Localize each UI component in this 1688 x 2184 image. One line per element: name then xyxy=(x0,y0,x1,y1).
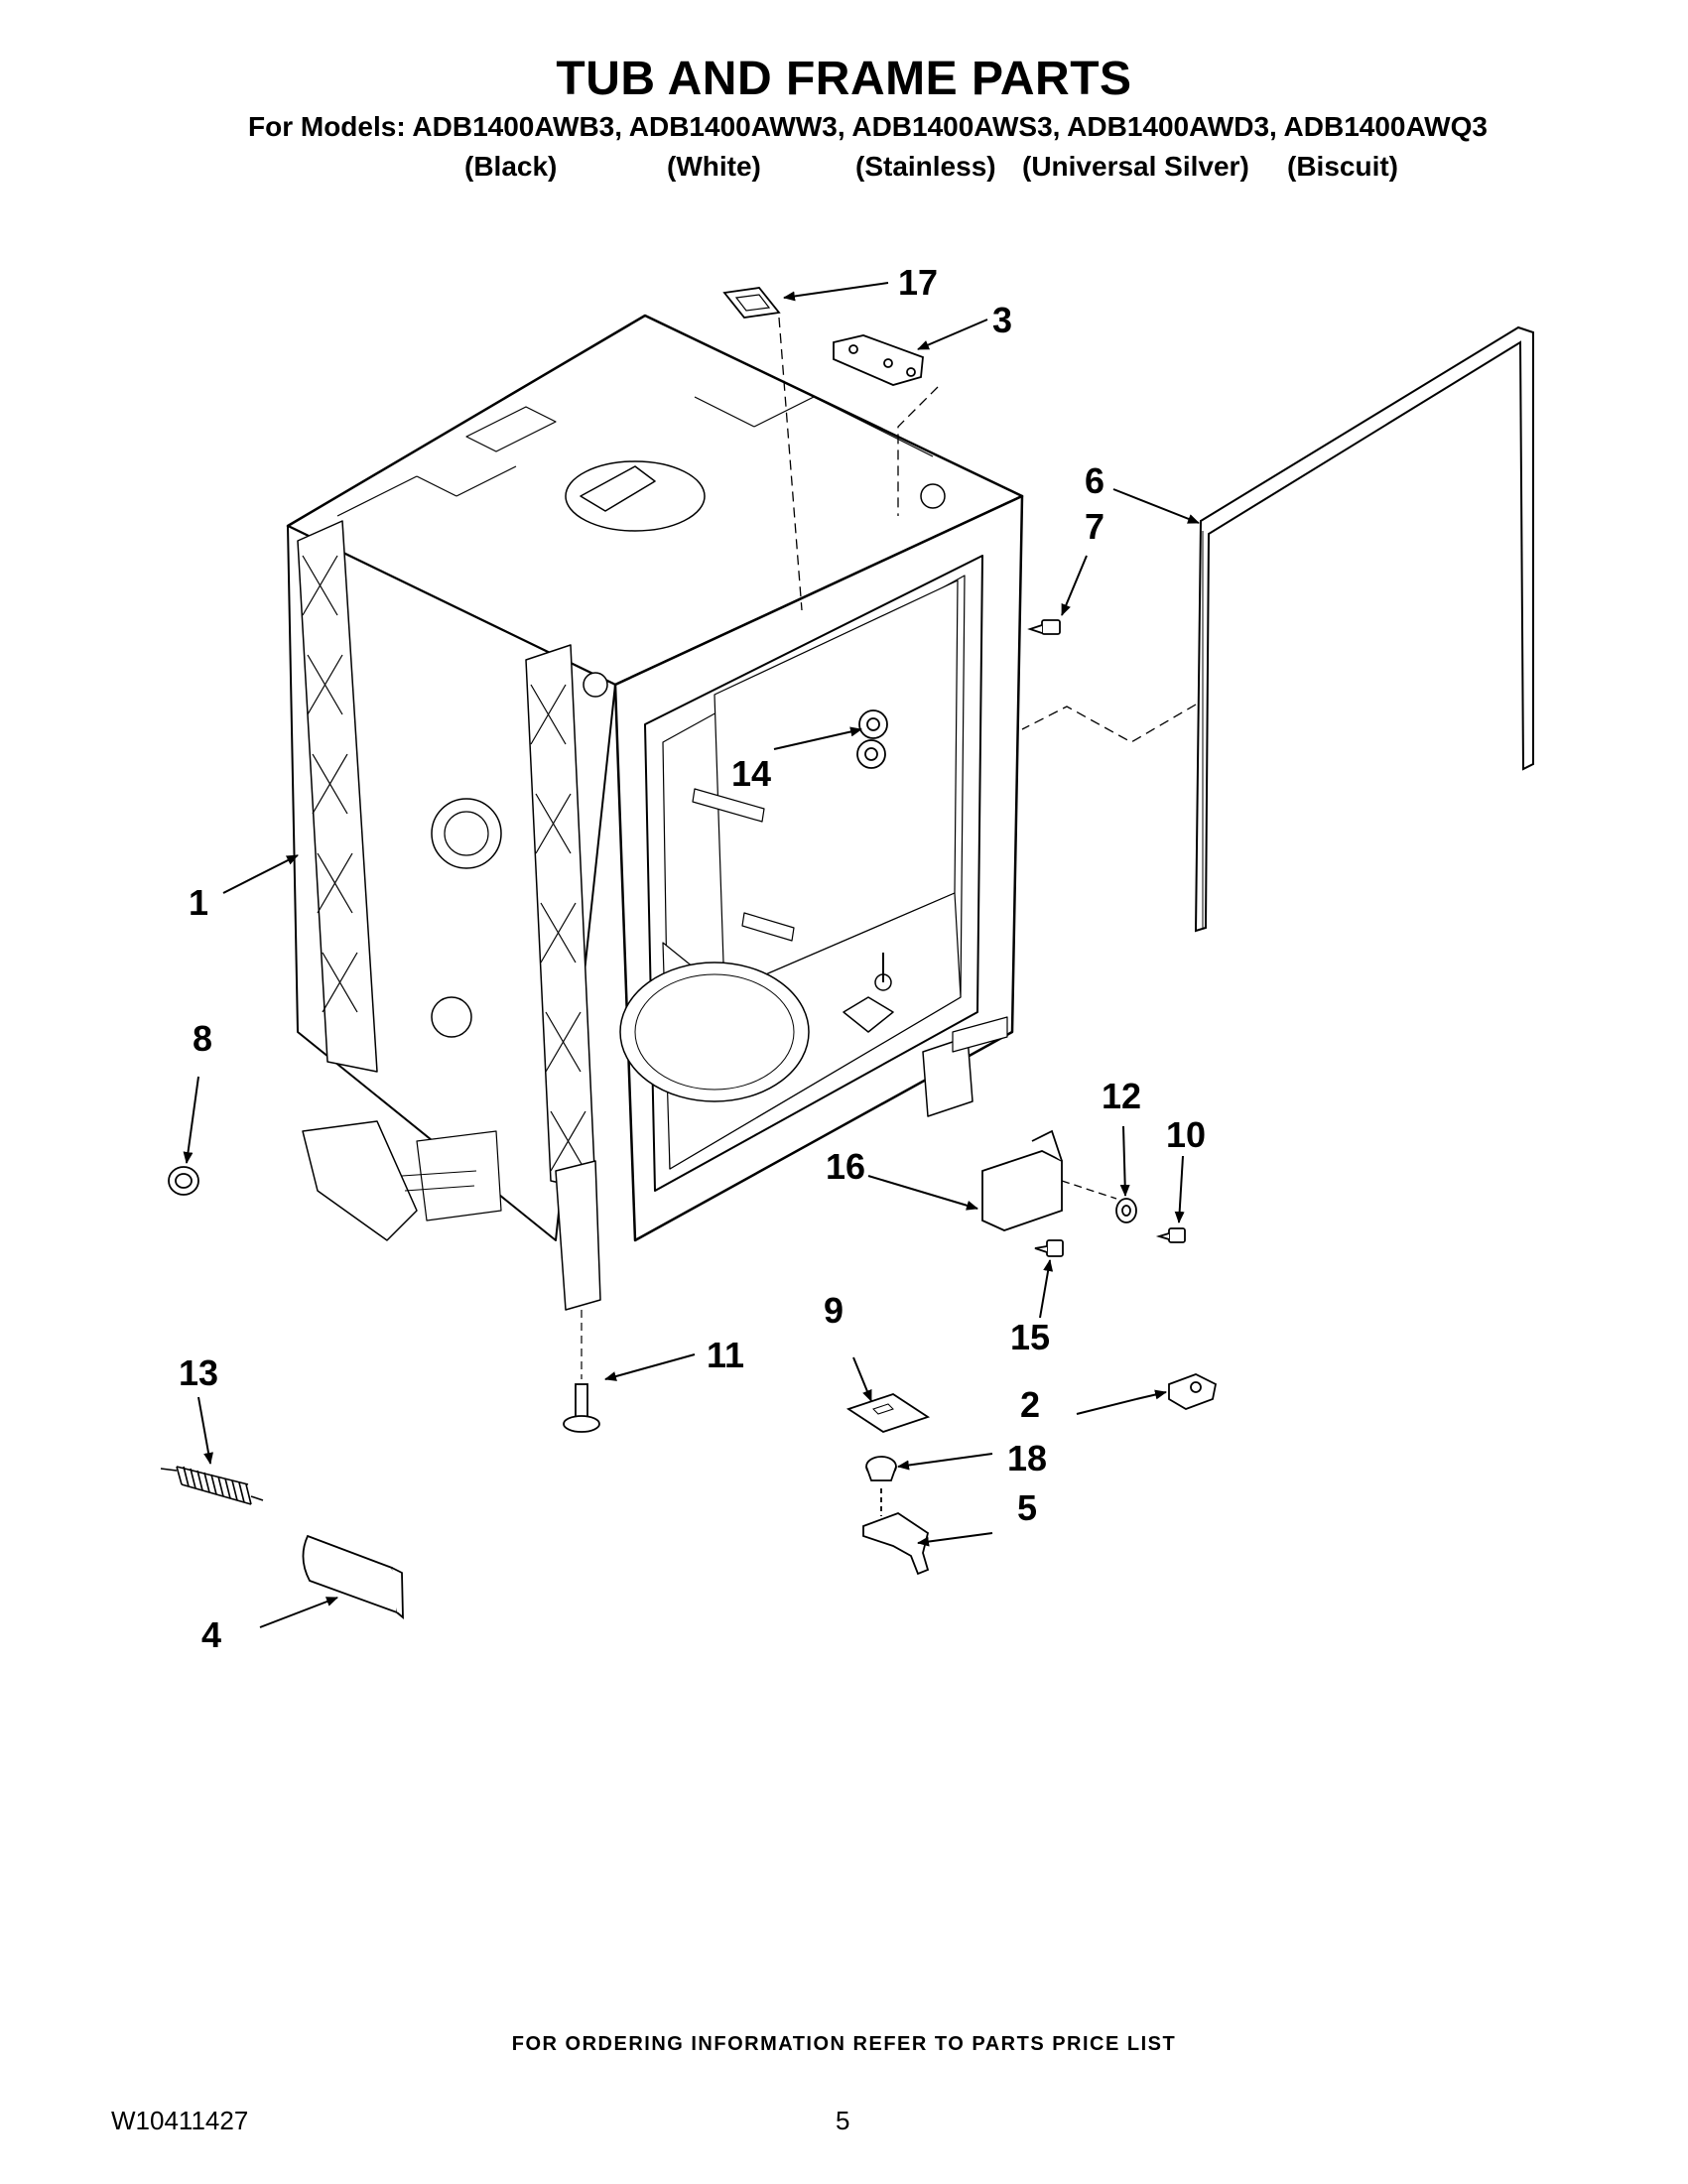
callout-11: 11 xyxy=(707,1335,744,1375)
part-18-clip xyxy=(865,1456,897,1481)
part-16-shield xyxy=(981,1129,1063,1231)
callout-5: 5 xyxy=(1017,1487,1037,1528)
part-7-screw xyxy=(1027,619,1061,635)
callout-3: 3 xyxy=(992,300,1012,340)
part-12-washer xyxy=(1115,1198,1137,1223)
variant-biscuit: (Biscuit) xyxy=(1287,151,1398,182)
page-title: TUB AND FRAME PARTS xyxy=(556,53,1132,105)
tub-assembly xyxy=(286,314,1024,1379)
variant-stainless: (Stainless) xyxy=(855,151,996,182)
models-line: For Models: ADB1400AWB3, ADB1400AWW3, AD… xyxy=(248,111,1488,142)
part-4-cover xyxy=(302,1534,404,1619)
part-5-bracket xyxy=(862,1488,930,1576)
callout-13: 13 xyxy=(179,1352,218,1393)
document-number: W10411427 xyxy=(111,2106,249,2135)
part-6-gasket xyxy=(1194,325,1534,933)
callout-4: 4 xyxy=(201,1614,221,1655)
part-17-clip xyxy=(722,287,781,319)
callout-2: 2 xyxy=(1020,1384,1040,1425)
callout-10: 10 xyxy=(1166,1114,1206,1155)
page-number: 5 xyxy=(836,2106,850,2135)
callout-14: 14 xyxy=(731,753,771,794)
part-14-fastener xyxy=(856,709,888,769)
variant-universal-silver: (Universal Silver) xyxy=(1022,151,1249,182)
part-2-latch xyxy=(1168,1373,1218,1410)
part-15-screw xyxy=(1034,1239,1064,1257)
part-3-bracket xyxy=(833,334,924,386)
callout-9: 9 xyxy=(824,1290,844,1331)
part-9-pad xyxy=(845,1393,931,1433)
callout-1: 1 xyxy=(189,882,208,923)
part-13-spring xyxy=(160,1466,264,1505)
callout-6: 6 xyxy=(1085,460,1104,501)
variant-black: (Black) xyxy=(464,151,558,182)
part-10-screw xyxy=(1155,1227,1186,1243)
callout-8: 8 xyxy=(193,1018,212,1059)
callout-arrows xyxy=(183,282,1200,1628)
variant-white: (White) xyxy=(667,151,761,182)
ordering-note: FOR ORDERING INFORMATION REFER TO PARTS … xyxy=(511,2033,1177,2055)
callout-7: 7 xyxy=(1085,506,1104,547)
callout-15: 15 xyxy=(1010,1317,1050,1357)
part-11-leveling-leg xyxy=(563,1383,600,1433)
callout-17: 17 xyxy=(898,262,938,303)
part-8-plug xyxy=(168,1166,199,1196)
callout-18: 18 xyxy=(1007,1438,1047,1478)
callout-16: 16 xyxy=(826,1146,865,1187)
callout-12: 12 xyxy=(1102,1076,1141,1116)
